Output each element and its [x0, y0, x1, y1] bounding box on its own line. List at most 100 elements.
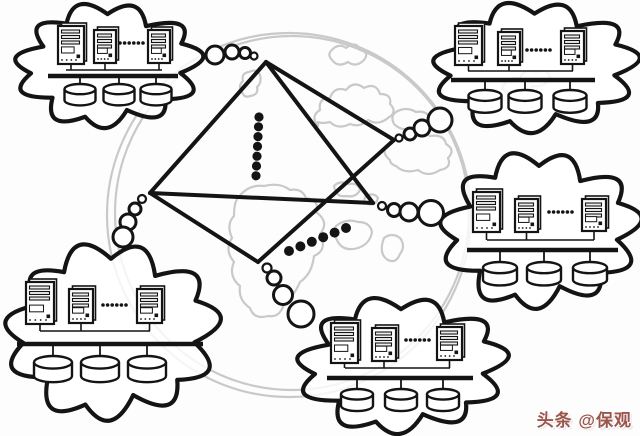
bubble-circle — [238, 46, 252, 60]
power-button — [530, 222, 535, 227]
dot — [119, 303, 124, 307]
drive-bay — [60, 34, 81, 40]
database-top — [481, 260, 519, 275]
drive-bay — [139, 297, 159, 303]
vent-dot — [486, 227, 488, 229]
front-panel — [97, 47, 108, 54]
database-top — [79, 354, 121, 370]
power-button — [85, 313, 90, 318]
dot — [253, 132, 263, 142]
drive-bay — [71, 303, 90, 308]
drive-bay — [439, 335, 459, 341]
drive-bay — [563, 34, 581, 39]
front-panel — [375, 345, 388, 352]
server-icon — [370, 324, 400, 363]
database-top — [32, 354, 74, 370]
vent-dot — [473, 60, 475, 62]
drive-bay — [584, 202, 603, 207]
drive-bay — [71, 292, 90, 297]
dot — [110, 303, 114, 307]
database-top — [63, 82, 97, 96]
bubble-circle — [386, 202, 402, 218]
cloud-right-middle — [440, 153, 640, 309]
network-mesh — [148, 60, 396, 264]
dot — [141, 41, 145, 45]
continent-outline — [313, 83, 395, 128]
dot — [413, 338, 418, 342]
mesh-edge-bottom-right — [256, 138, 396, 264]
database-icon — [139, 82, 173, 107]
vent-dot — [29, 319, 31, 321]
vent-dot — [589, 226, 591, 228]
bubble-trail-bottom-middle — [261, 262, 316, 329]
mesh-edge-top-bottom-right — [264, 60, 375, 205]
drive-bay — [28, 285, 51, 290]
database-top — [525, 260, 563, 275]
dot — [529, 48, 534, 52]
bubble-trail-top-left — [204, 43, 259, 66]
database-top — [339, 387, 375, 401]
bubble-circle — [265, 269, 283, 287]
vent-dot — [575, 59, 577, 61]
vent-dot — [375, 356, 377, 358]
drive-bay — [374, 342, 393, 347]
dot — [115, 303, 119, 307]
bubble-circle — [223, 43, 241, 61]
cloud-bottom-middle — [297, 298, 509, 434]
power-button — [46, 314, 51, 319]
vent-dot — [491, 227, 493, 229]
dot — [127, 41, 131, 45]
database-icon — [507, 88, 543, 114]
vent-dot — [157, 58, 160, 60]
cloud-outline — [15, 4, 203, 128]
bubble-trail-right-middle — [376, 199, 445, 227]
dot — [551, 210, 556, 214]
database-icon — [425, 387, 461, 413]
dot — [556, 210, 560, 214]
database-icon — [126, 354, 168, 384]
front-panel — [72, 307, 85, 314]
server-icon — [56, 22, 88, 66]
drive-bay — [439, 330, 459, 335]
power-button — [512, 55, 517, 60]
vent-dot — [80, 318, 82, 320]
vent-dot — [571, 59, 574, 61]
database-top — [139, 82, 173, 96]
continent-outline — [332, 181, 362, 198]
drive-bay — [374, 331, 393, 336]
drive-bay — [374, 336, 393, 342]
dot — [101, 303, 105, 307]
dot — [136, 41, 141, 45]
more-links-dots-vertical — [251, 112, 264, 181]
vent-dot — [65, 59, 68, 61]
mesh-edge-top-right — [264, 60, 396, 142]
bubble-circle — [272, 284, 294, 306]
vent-dot — [383, 356, 385, 358]
drive-bay — [500, 35, 517, 40]
power-button — [388, 351, 393, 356]
bubble-circle — [204, 44, 226, 66]
drive-bay — [500, 40, 517, 46]
vent-dot — [75, 59, 77, 61]
dot — [422, 338, 427, 342]
vent-dot — [45, 319, 47, 321]
front-panel — [518, 216, 530, 223]
drive-bay — [150, 44, 167, 49]
cloud-shape — [15, 4, 203, 128]
drive-bay — [475, 195, 497, 200]
drive-bay — [150, 38, 167, 44]
drive-bay — [475, 200, 497, 206]
server-icon — [67, 285, 97, 325]
power-button — [108, 53, 113, 58]
bubble-trail-top-right — [394, 106, 454, 143]
dot — [318, 232, 329, 243]
watermark-text: 头条 @保观 — [536, 411, 632, 430]
power-button — [350, 353, 355, 358]
vent-dot — [593, 226, 595, 228]
mesh-edge-left-bottom — [148, 191, 260, 264]
vent-dot — [529, 227, 531, 229]
mesh-edge-top-left — [148, 60, 268, 195]
vent-dot — [481, 227, 483, 229]
dot — [534, 48, 538, 52]
